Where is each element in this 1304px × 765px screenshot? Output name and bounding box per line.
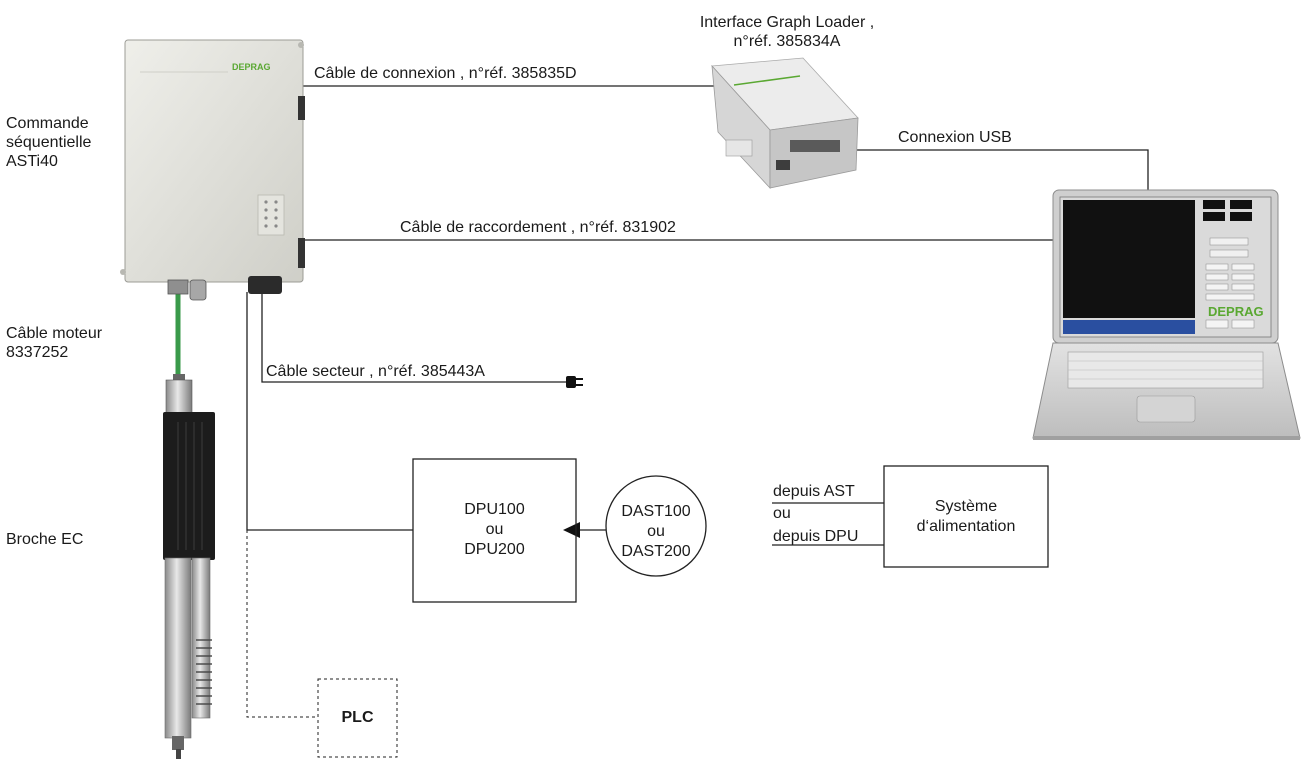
or-label: ou xyxy=(773,505,791,522)
mains-cable-label: Câble secteur , n°réf. 385443A xyxy=(266,363,485,380)
controller-connector-motor xyxy=(167,279,189,295)
dpu-link-line xyxy=(246,292,413,531)
plc-label: PLC xyxy=(341,709,374,726)
dast-label-line-3: DAST200 xyxy=(621,543,691,560)
controller-led-panel xyxy=(257,194,285,236)
plc-dashed-line xyxy=(246,530,318,718)
laptop: DEPRAG xyxy=(1032,189,1301,440)
controller-label-line-1: Commande xyxy=(6,115,89,132)
controller-label-line-3: ASTi40 xyxy=(6,153,58,170)
interface-label: Interface Graph Loader , n°réf. 385834A xyxy=(668,13,906,51)
dpu-box xyxy=(412,458,577,603)
controller-brand-logo: DEPRAG xyxy=(232,62,271,72)
spindle-ec xyxy=(163,374,215,759)
controller-asti40: DEPRAG xyxy=(120,39,305,301)
dpu-label: DPU100 ou DPU200 xyxy=(413,500,576,560)
usb-line xyxy=(852,149,1149,190)
power-system-label-line-2: d‘alimentation xyxy=(916,518,1016,535)
dast-label: DAST100 ou DAST200 xyxy=(606,502,706,562)
power-system-label: Système d‘alimentation xyxy=(884,497,1048,537)
spindle-label: Broche EC xyxy=(6,531,84,548)
power-plug-icon xyxy=(566,376,583,388)
controller-connector-mains xyxy=(248,276,282,294)
dpu-label-line-1: DPU100 xyxy=(464,501,525,518)
dast-circle xyxy=(605,475,707,577)
power-system-box xyxy=(883,465,1049,568)
interface-label-line-1: Interface Graph Loader , xyxy=(699,14,875,31)
dast-label-line-1: DAST100 xyxy=(621,503,691,520)
power-system-label-line-1: Système xyxy=(934,498,998,515)
from-ast-label: depuis AST xyxy=(773,483,855,500)
controller-label: Commande séquentielle ASTi40 xyxy=(6,114,91,171)
motor-cable-label: Câble moteur 8337252 xyxy=(6,324,102,362)
mains-cable-line xyxy=(261,285,566,383)
connexion-cable-label: Câble de connexion , n°réf. 385835D xyxy=(314,65,577,82)
laptop-brand-logo: DEPRAG xyxy=(1208,304,1264,319)
dpu-label-line-2: ou xyxy=(485,521,504,538)
dast-label-line-2: ou xyxy=(647,523,665,540)
controller-connector-io xyxy=(189,279,207,301)
interface-label-line-2: n°réf. 385834A xyxy=(733,33,841,50)
laptop-side-panel: DEPRAG xyxy=(1203,200,1264,329)
motor-cable-label-line-1: Câble moteur xyxy=(6,325,103,342)
laptop-screen xyxy=(1063,200,1195,318)
connection-lines xyxy=(246,85,1149,546)
motor-cable-label-line-2: 8337252 xyxy=(6,344,69,361)
from-dpu-label: depuis DPU xyxy=(773,528,859,545)
raccordement-cable-label: Câble de raccordement , n°réf. 831902 xyxy=(400,219,676,236)
laptop-trackpad xyxy=(1136,395,1196,423)
interface-graph-loader xyxy=(711,57,859,190)
usb-connection-label: Connexion USB xyxy=(898,129,1012,146)
controller-label-line-2: séquentielle xyxy=(6,134,92,151)
dpu-label-line-3: DPU200 xyxy=(464,541,525,558)
